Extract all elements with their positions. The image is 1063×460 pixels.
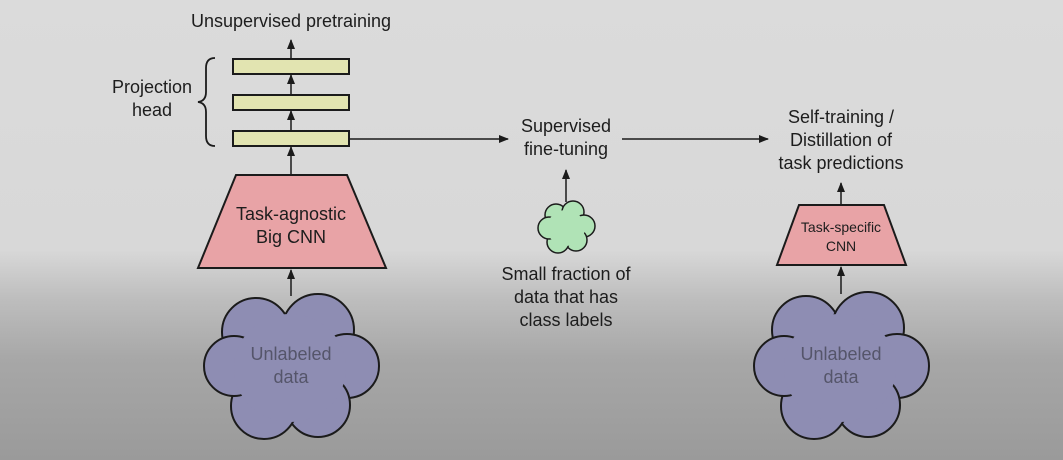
unlabeled-right-label-line2: data: [823, 367, 859, 387]
big-cnn-shape: [196, 174, 388, 269]
projection-head-label-line2: head: [131, 100, 173, 120]
projection-head-brace: [197, 57, 216, 147]
big-cnn-label-line2: Big CNN: [255, 227, 327, 247]
task-specific-cnn-label-line1: Task-specific: [800, 219, 882, 235]
supervised-finetuning-label-line2: fine-tuning: [523, 139, 609, 159]
supervised-finetuning-label-line1: Supervised: [520, 116, 612, 136]
projection-layer-top: [232, 58, 350, 75]
small-fraction-label-line1: Small fraction of: [501, 264, 631, 284]
big-cnn-label-line1: Task-agnostic: [235, 204, 347, 224]
projection-layer-bottom: [232, 130, 350, 147]
self-training-label-line3: task predictions: [778, 153, 904, 173]
projection-layer-middle: [232, 94, 350, 111]
unlabeled-right-label-line1: Unlabeled: [800, 344, 882, 364]
small-fraction-label-line3: class labels: [519, 310, 613, 330]
self-training-label-line2: Distillation of: [789, 130, 893, 150]
projection-head-label-line1: Projection: [111, 77, 193, 97]
unlabeled-left-label-line1: Unlabeled: [250, 344, 332, 364]
small-fraction-label-line2: data that has: [513, 287, 619, 307]
self-training-label-line1: Self-training /: [787, 107, 895, 127]
unlabeled-left-label-line2: data: [273, 367, 309, 387]
task-specific-cnn-label-line2: CNN: [825, 238, 857, 254]
task-specific-cnn-shape: [775, 204, 908, 266]
unsupervised-pretraining-label: Unsupervised pretraining: [190, 11, 392, 31]
